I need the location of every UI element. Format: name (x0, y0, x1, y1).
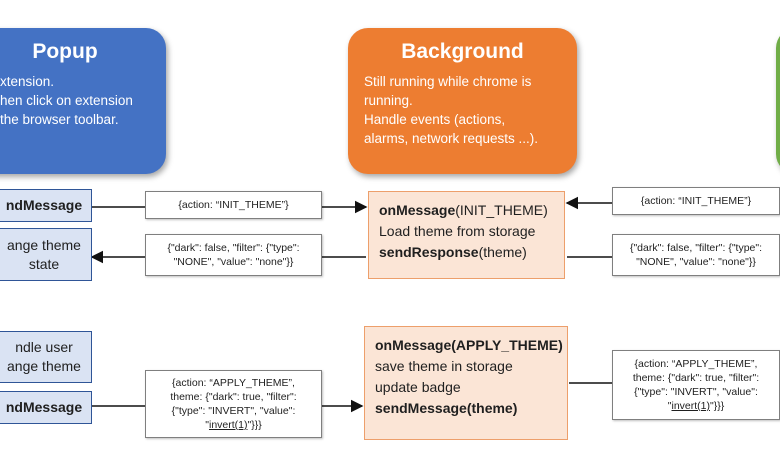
content-panel (776, 28, 780, 174)
popup-title: Popup (32, 40, 98, 63)
msg-init-action-right: {action: “INIT_THEME”} (612, 187, 780, 215)
bg-apply-theme-handler: onMessage(APPLY_THEME) save theme in sto… (364, 326, 568, 440)
popup-send-message-box: ndMessage (0, 189, 92, 222)
msg-init-response-left: {"dark": false, "filter": {"type": "NONE… (145, 234, 322, 276)
popup-handle-user-box: ndle user ange theme (0, 331, 92, 383)
bg-init-theme-handler: onMessage(INIT_THEME) Load theme from st… (368, 191, 565, 279)
popup-description: xtension. hen click on extension the bro… (0, 74, 133, 127)
popup-panel: Popup xtension. hen click on extension t… (0, 28, 166, 174)
popup-change-theme-state-box: ange theme state (0, 228, 92, 281)
background-description: Still running while chrome is running. H… (364, 74, 539, 146)
background-panel: Background Still running while chrome is… (348, 28, 577, 174)
msg-apply-right: {action: “APPLY_THEME”, theme: {"dark": … (612, 350, 780, 420)
background-title: Background (401, 40, 524, 63)
popup-send-message-box-2: ndMessage (0, 391, 92, 424)
msg-init-response-right: {"dark": false, "filter": {"type": "NONE… (612, 234, 780, 276)
msg-apply-left: {action: “APPLY_THEME”, theme: {"dark": … (145, 370, 322, 438)
msg-init-action-left: {action: “INIT_THEME”} (145, 191, 322, 219)
